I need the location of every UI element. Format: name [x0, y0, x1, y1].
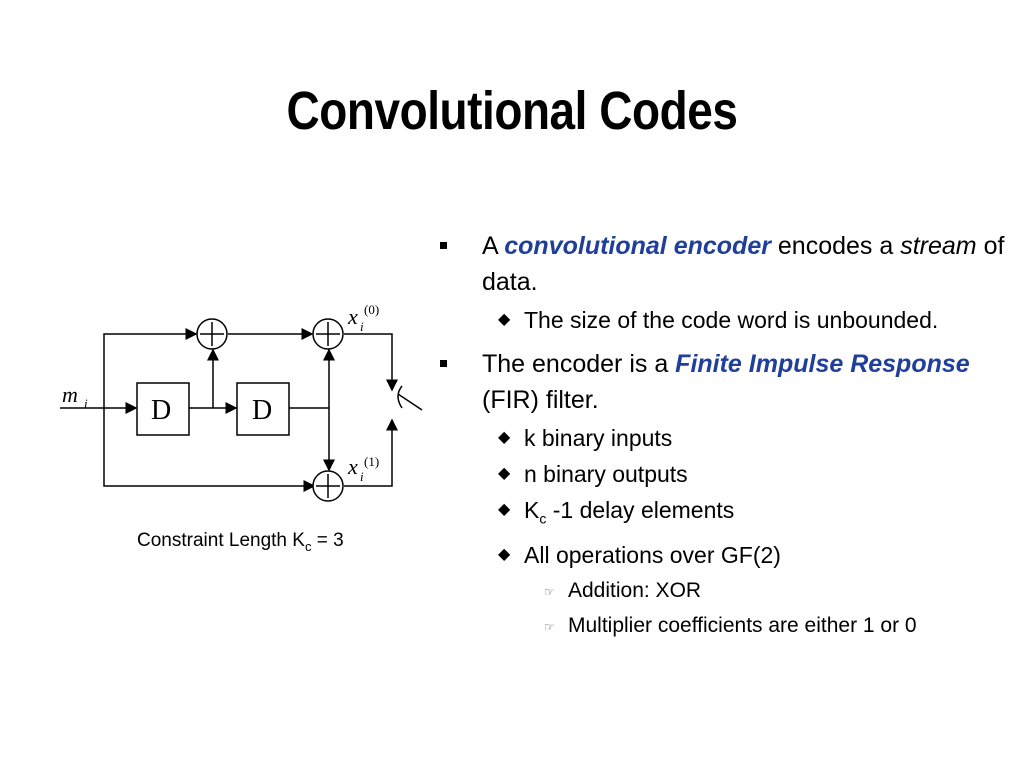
bullet-convolutional-encoder: A convolutional encoder encodes a stream… — [440, 228, 1015, 300]
delay-label-2: D — [252, 395, 272, 426]
delay-box-1 — [136, 382, 190, 436]
pointing-hand-icon: ☞ — [544, 619, 555, 634]
sub-sub-bullet-coefficients: ☞Multiplier coefficients are either 1 or… — [440, 611, 1015, 641]
input-label: m — [62, 382, 78, 407]
diamond-bullet-icon: ◆ — [498, 545, 511, 563]
diamond-bullet-icon: ◆ — [498, 429, 511, 446]
sub-bullet-binary-inputs: ◆k binary inputs — [440, 422, 1015, 454]
diamond-bullet-icon: ◆ — [498, 501, 511, 518]
output-bottom-sup: (1) — [364, 454, 379, 469]
switch-arm — [397, 393, 423, 411]
output-top-var: x — [347, 304, 358, 329]
output-bottom-var: x — [347, 454, 358, 479]
input-label-sub: i — [84, 396, 88, 411]
output-bottom-sub: i — [360, 469, 364, 484]
slide-title: Convolutional Codes — [286, 81, 738, 141]
sub-sub-bullet-xor: ☞Addition: XOR — [440, 576, 1015, 606]
pointing-hand-icon: ☞ — [544, 584, 555, 599]
square-bullet-icon — [440, 360, 447, 367]
bullet-fir-filter: The encoder is a Finite Impulse Response… — [440, 346, 1015, 418]
square-bullet-icon — [440, 242, 447, 249]
sub-bullet-unbounded: ◆The size of the code word is unbounded. — [440, 304, 1015, 336]
encoder-diagram: m i D D x i (0) x i (1) — [60, 302, 423, 502]
delay-label-1: D — [151, 395, 171, 426]
delay-box-2 — [236, 382, 290, 436]
constraint-length-caption: Constraint Length Kc = 3 — [137, 530, 344, 554]
sub-bullet-delay-elements: ◆Kc -1 delay elements — [440, 494, 1015, 535]
output-top-sub: i — [360, 319, 364, 334]
sub-bullet-gf2: ◆All operations over GF(2) — [440, 539, 1015, 571]
diamond-bullet-icon: ◆ — [498, 311, 511, 328]
output-top-sup: (0) — [364, 302, 379, 317]
sub-bullet-binary-outputs: ◆n binary outputs — [440, 458, 1015, 490]
bullet-list: A convolutional encoder encodes a stream… — [440, 228, 1015, 646]
diamond-bullet-icon: ◆ — [498, 465, 511, 482]
